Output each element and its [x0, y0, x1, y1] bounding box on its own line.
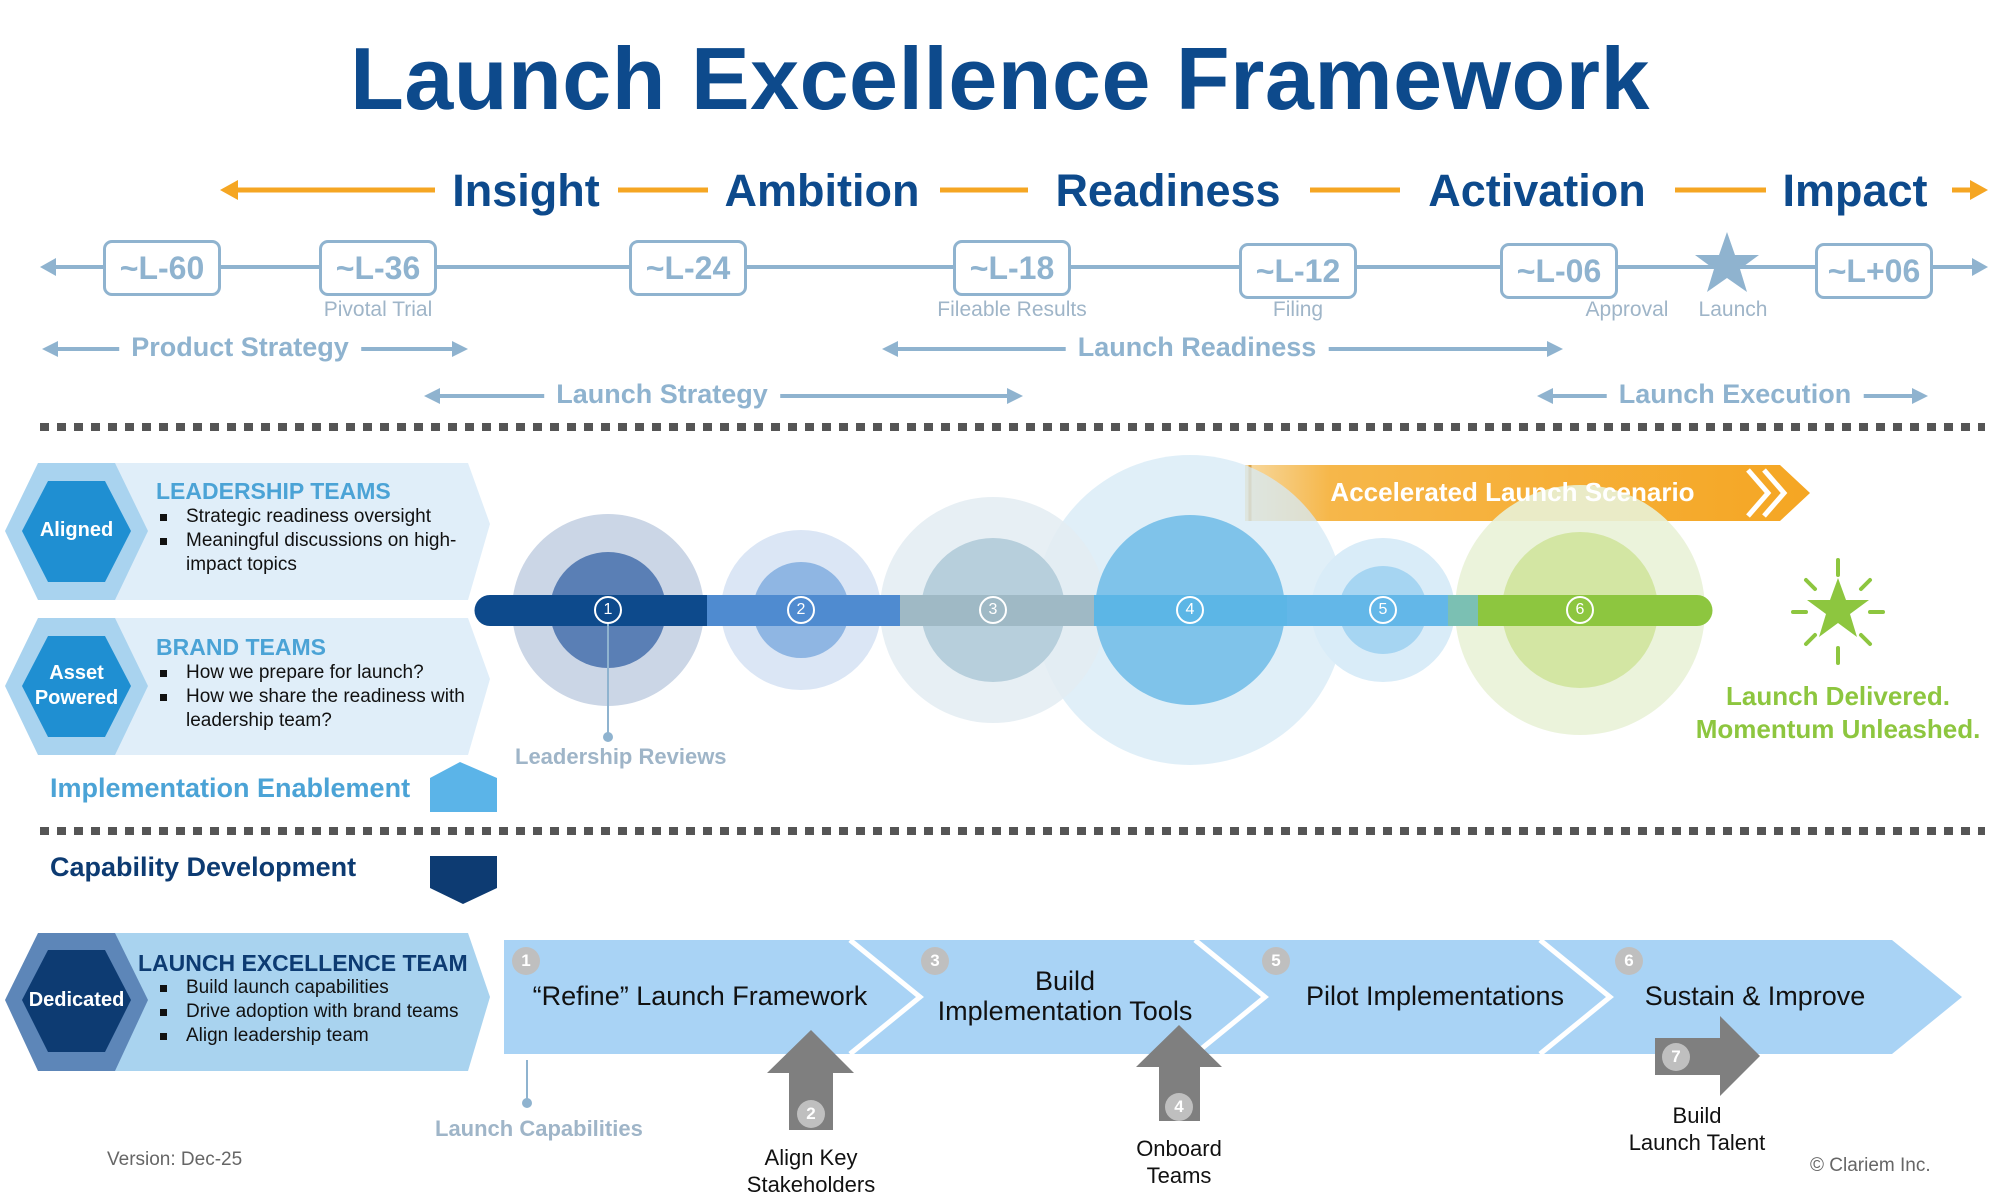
- milestone-label-filing: Filing: [1272, 298, 1324, 321]
- phase-arrow: [220, 180, 1988, 200]
- launch-excellence-team-title: LAUNCH EXCELLENCE TEAM: [138, 950, 468, 976]
- bullet: Align leadership team: [156, 1024, 476, 1048]
- version-label: Version: Dec-25: [107, 1149, 243, 1170]
- milestone-label-fileable-results: Fileable Results: [937, 298, 1087, 321]
- bullet: How we prepare for launch?: [156, 661, 466, 685]
- span-product-strategy: Product Strategy: [119, 332, 361, 363]
- team-panel-brand: [5, 618, 490, 755]
- span-launch-readiness: Launch Readiness: [1065, 332, 1329, 363]
- review-bar: [474, 595, 1713, 626]
- copyright-label: © Clariem Inc.: [1810, 1155, 1931, 1176]
- phase-impact: Impact: [1782, 165, 1928, 216]
- phase-insight: Insight: [452, 165, 600, 216]
- badge-asset-powered: Asset Powered: [34, 662, 119, 709]
- review-step-2: 2: [787, 596, 815, 624]
- onboard-teams-arrow: [1136, 1025, 1222, 1121]
- leadership-teams-title: LEADERSHIP TEAMS: [156, 478, 391, 504]
- milestone-l36: ~L-36: [319, 240, 437, 296]
- milestone-l60: ~L-60: [103, 240, 221, 296]
- caption-align-stakeholders: Align Key Stakeholders: [746, 1145, 876, 1197]
- brand-teams-bullets: How we prepare for launch? How we share …: [156, 661, 466, 733]
- implementation-enablement-label: Implementation Enablement: [50, 773, 411, 803]
- phase-readiness: Readiness: [1055, 165, 1281, 216]
- input-step-7: 7: [1662, 1043, 1690, 1071]
- input-step-4: 4: [1165, 1093, 1193, 1121]
- bullet: Build launch capabilities: [156, 976, 476, 1000]
- team-panel-launch-excellence: [5, 933, 490, 1071]
- dedicated-hex-icon: [22, 950, 131, 1052]
- review-step-1: 1: [594, 596, 622, 624]
- milestone-l12: ~L-12: [1239, 243, 1357, 299]
- align-stakeholders-arrow: [767, 1030, 854, 1130]
- accelerated-scenario-label: Accelerated Launch Scenario: [1330, 477, 1695, 507]
- chevron-sustain-improve: Sustain & Improve: [1644, 981, 1866, 1011]
- badge-dedicated: Dedicated: [28, 989, 125, 1011]
- page-title: Launch Excellence Framework: [350, 29, 1650, 128]
- burst-star-icon: [1791, 558, 1885, 665]
- input-step-2: 2: [797, 1100, 825, 1128]
- milestone-lplus06: ~L+06: [1815, 243, 1933, 299]
- capability-step-1: 1: [512, 947, 540, 975]
- review-step-5: 5: [1369, 596, 1397, 624]
- build-talent-arrow: [1655, 1016, 1760, 1096]
- span-launch-execution: Launch Execution: [1606, 379, 1864, 410]
- milestone-l24: ~L-24: [629, 240, 747, 296]
- launch-star-icon: [1695, 232, 1759, 292]
- asset-powered-hex-icon: [22, 636, 131, 737]
- caption-build-talent: Build Launch Talent: [1628, 1103, 1766, 1155]
- launch-capabilities-label: Launch Capabilities: [435, 1116, 643, 1141]
- bullet: How we share the readiness with leadersh…: [156, 685, 466, 733]
- capability-step-6: 6: [1615, 947, 1643, 975]
- capability-step-3: 3: [921, 947, 949, 975]
- chevron-pilot-implementations: Pilot Implementations: [1305, 981, 1565, 1011]
- brand-teams-title: BRAND TEAMS: [156, 634, 326, 660]
- caption-onboard-teams: Onboard Teams: [1136, 1136, 1222, 1188]
- leadership-teams-bullets: Strategic readiness oversight Meaningful…: [156, 505, 466, 577]
- leadership-reviews-label: Leadership Reviews: [515, 744, 727, 769]
- capability-pentagon-icon: [430, 856, 497, 904]
- review-step-4: 4: [1176, 596, 1204, 624]
- review-step-3: 3: [979, 596, 1007, 624]
- team-panel-leadership: [5, 463, 490, 600]
- capability-chevrons: [504, 938, 1962, 1056]
- milestone-label-approval: Approval: [1585, 298, 1669, 321]
- chevron-build-tools: Build Implementation Tools: [937, 966, 1193, 1026]
- milestone-label-pivotal-trial: Pivotal Trial: [323, 298, 433, 321]
- launch-capabilities-pointer: [522, 1060, 532, 1108]
- outcome-text: Launch Delivered. Momentum Unleashed.: [1695, 681, 1981, 744]
- review-step-6: 6: [1566, 596, 1594, 624]
- leadership-reviews-pointer: [603, 622, 613, 742]
- bullet: Meaningful discussions on high-impact to…: [156, 529, 466, 577]
- milestone-l18: ~L-18: [953, 240, 1071, 296]
- span-launch-strategy: Launch Strategy: [544, 379, 780, 410]
- phase-activation: Activation: [1428, 165, 1646, 216]
- bullet: Strategic readiness oversight: [156, 505, 466, 529]
- bullet: Drive adoption with brand teams: [156, 1000, 476, 1024]
- enablement-pentagon-icon: [430, 762, 497, 812]
- chevron-refine-framework: “Refine” Launch Framework: [532, 981, 868, 1011]
- badge-aligned: Aligned: [39, 519, 114, 541]
- milestone-l06: ~L-06: [1500, 243, 1618, 299]
- aligned-hex-icon: [22, 481, 131, 582]
- phase-ambition: Ambition: [724, 165, 920, 216]
- milestone-label-launch: Launch: [1698, 298, 1768, 321]
- capability-development-label: Capability Development: [50, 852, 357, 882]
- capability-step-5: 5: [1262, 947, 1290, 975]
- launch-excellence-team-bullets: Build launch capabilities Drive adoption…: [156, 976, 476, 1048]
